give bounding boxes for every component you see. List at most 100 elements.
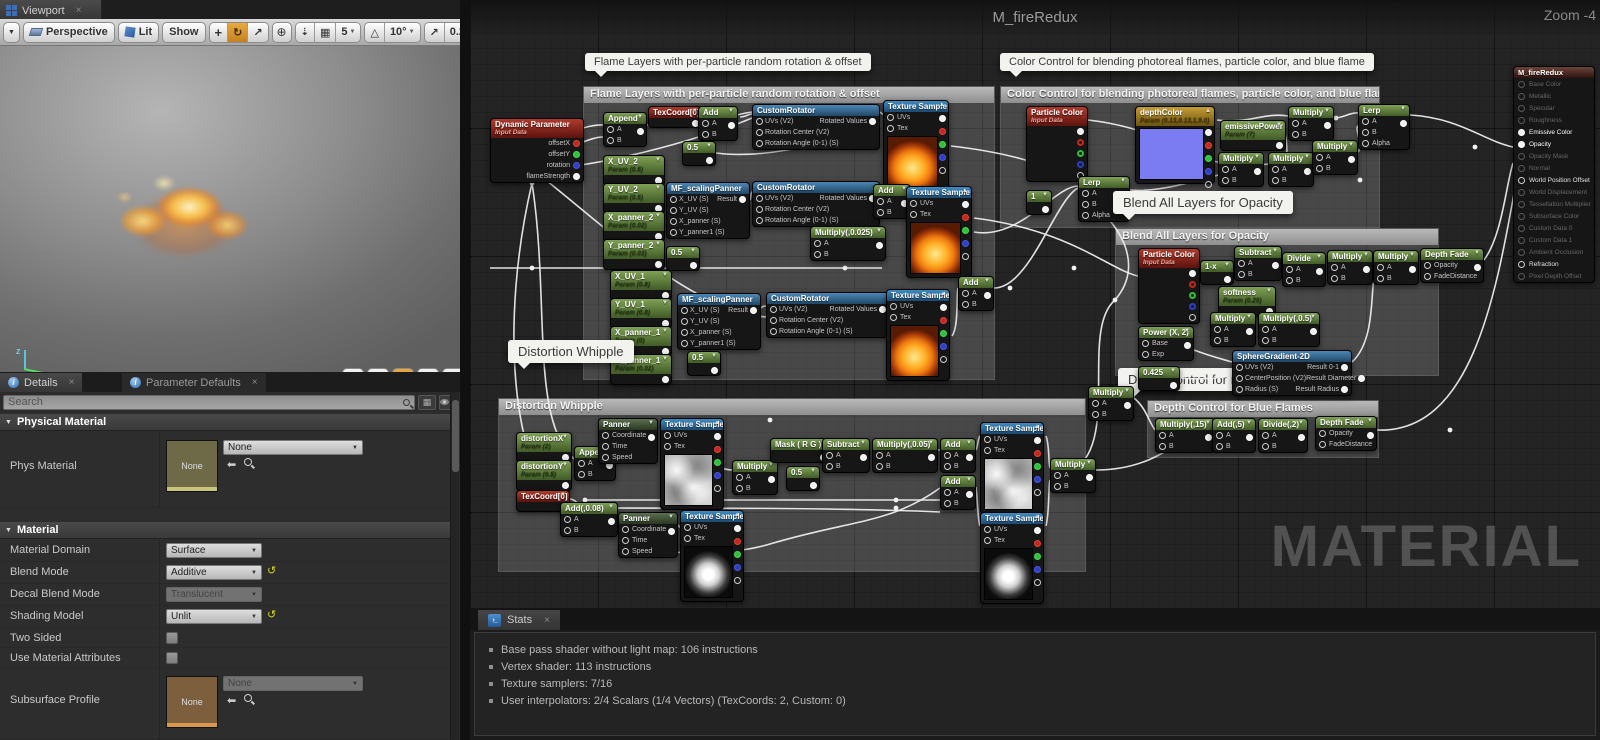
pin[interactable] xyxy=(887,114,894,121)
dropdown-material-domain[interactable]: Surface▼ xyxy=(166,543,262,558)
pin[interactable] xyxy=(756,129,763,136)
section-physical-material[interactable]: ▼ Physical Material xyxy=(0,414,452,431)
preview-shape-teapot-button[interactable] xyxy=(442,368,460,372)
pin[interactable] xyxy=(1246,434,1253,441)
pin[interactable] xyxy=(1377,275,1384,282)
pin[interactable] xyxy=(714,472,721,479)
pin[interactable] xyxy=(670,207,677,214)
pin[interactable] xyxy=(1236,375,1243,382)
world-space-button[interactable]: ⊕ xyxy=(271,21,292,43)
pin[interactable] xyxy=(910,211,917,218)
pin[interactable] xyxy=(1474,264,1481,271)
close-icon[interactable] xyxy=(69,377,75,388)
pin[interactable] xyxy=(1316,268,1323,275)
node-x-uv-1[interactable]: X_UV_1▼Param (0.8) xyxy=(610,270,672,301)
pin[interactable] xyxy=(702,131,709,138)
preview-shape-plane-button[interactable] xyxy=(392,368,414,372)
pin[interactable] xyxy=(1205,155,1212,162)
pin[interactable] xyxy=(1518,116,1525,124)
pin[interactable] xyxy=(1034,463,1041,470)
pin[interactable] xyxy=(607,137,614,144)
pin[interactable] xyxy=(690,262,697,269)
pin[interactable] xyxy=(608,518,615,525)
pin[interactable] xyxy=(1189,292,1196,299)
pin[interactable] xyxy=(728,122,735,129)
rotate-tool-button[interactable]: ↻ xyxy=(228,22,249,42)
pin[interactable] xyxy=(1272,166,1279,173)
grid-snap-icon[interactable]: ▦ xyxy=(314,22,337,42)
pin[interactable] xyxy=(602,443,609,450)
pin[interactable] xyxy=(939,115,946,122)
pin[interactable] xyxy=(1216,432,1223,439)
pin[interactable] xyxy=(1286,266,1293,273)
pin[interactable] xyxy=(1082,212,1089,219)
subsurface-thumbnail[interactable]: None xyxy=(166,676,218,728)
pin[interactable] xyxy=(770,317,777,324)
pin[interactable] xyxy=(966,454,973,461)
pin[interactable] xyxy=(1518,80,1525,88)
node-0-425[interactable]: 0.425▼ xyxy=(1138,366,1180,391)
pin[interactable] xyxy=(984,447,991,454)
pin[interactable] xyxy=(1254,168,1261,175)
pin[interactable] xyxy=(939,141,946,148)
pin[interactable] xyxy=(664,443,671,450)
pin[interactable] xyxy=(1262,432,1269,439)
pin[interactable] xyxy=(1292,131,1299,138)
tab-details[interactable]: i Details xyxy=(0,373,83,392)
lit-button[interactable]: Lit xyxy=(117,21,160,43)
node-emissivepower[interactable]: emissivePower▼Param (7) xyxy=(1220,120,1286,151)
perspective-button[interactable]: Perspective xyxy=(22,21,115,43)
pin[interactable] xyxy=(1034,579,1041,586)
pin[interactable] xyxy=(1362,140,1369,147)
section-material[interactable]: ▼ Material xyxy=(0,522,452,539)
pin[interactable] xyxy=(876,452,883,459)
pin[interactable] xyxy=(890,314,897,321)
pin[interactable] xyxy=(670,218,677,225)
pin[interactable] xyxy=(939,128,946,135)
pin[interactable] xyxy=(573,173,580,180)
pin[interactable] xyxy=(1298,434,1305,441)
dropdown-subsurface-profile[interactable]: None▼ xyxy=(223,676,363,691)
phys-material-thumbnail[interactable]: None xyxy=(166,440,218,492)
pin[interactable] xyxy=(1034,540,1041,547)
pin[interactable] xyxy=(578,471,585,478)
pin[interactable] xyxy=(734,538,741,545)
node-1-x[interactable]: 1-x▼ xyxy=(1200,260,1234,285)
pin[interactable] xyxy=(622,537,629,544)
reset-to-default-icon[interactable]: ↺ xyxy=(267,565,277,577)
viewport-options-button[interactable]: ▼ xyxy=(3,21,20,43)
pin[interactable] xyxy=(962,290,969,297)
pin[interactable] xyxy=(734,551,741,558)
pin[interactable] xyxy=(984,436,991,443)
pin[interactable] xyxy=(1077,150,1084,157)
pin[interactable] xyxy=(714,446,721,453)
pin[interactable] xyxy=(702,120,709,127)
pin[interactable] xyxy=(1077,161,1084,168)
pin[interactable] xyxy=(1362,129,1369,136)
preview-shape-cube-button[interactable] xyxy=(417,368,439,372)
pin[interactable] xyxy=(607,126,614,133)
pin[interactable] xyxy=(940,317,947,324)
comment-header[interactable]: Flame Layers with per-particle random ro… xyxy=(584,87,994,103)
pin[interactable] xyxy=(877,198,884,205)
pin[interactable] xyxy=(670,229,677,236)
pin[interactable] xyxy=(962,240,969,247)
node-x-uv-2[interactable]: X_UV_2▼Param (0.5) xyxy=(603,155,665,186)
checkbox-use-material-attributes[interactable] xyxy=(166,652,178,664)
comment-header[interactable]: Color Control for blending photoreal fla… xyxy=(1001,87,1379,103)
